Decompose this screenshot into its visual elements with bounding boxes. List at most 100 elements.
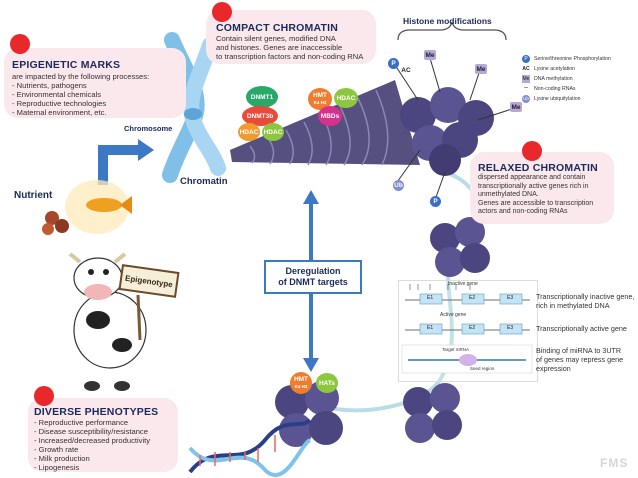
relaxed-chromatin-title: RELAXED CHROMATIN [478, 162, 598, 174]
cow-illustration [68, 252, 147, 391]
inactive-gene-note-line: Transcriptionally inactive gene, [536, 292, 635, 301]
diverse-phenotypes-dot [34, 386, 54, 406]
histone-modifications-title: Histone modifications [403, 16, 492, 26]
chromatin-label: Chromatin [180, 176, 228, 187]
exon-label: E1 [427, 295, 434, 301]
legend-label: Non-coding RNAs [534, 86, 576, 92]
relaxed-chromatin-line: dispersed appearance and contain [478, 174, 586, 181]
legend-row-methylation: Me DNA methylation [522, 74, 632, 84]
hmt-chip-label: HMT [312, 92, 328, 99]
mirna-note-line: Binding of miRNA to 3UTR [536, 346, 622, 355]
ubiquitylation-icon: Ub [522, 95, 530, 103]
relaxed-chromatin-panel [470, 152, 614, 224]
epigenetic-marks-title: EPIGENETIC MARKS [12, 59, 121, 71]
seed-region-label: Seed region [470, 366, 495, 371]
mirna-note-line: expression [536, 364, 571, 373]
target-mrna-label: Target mRNA [442, 347, 470, 352]
hats-chip: HATs [316, 373, 338, 393]
dnmt1-chip: DNMT1 [246, 86, 278, 108]
methylation-icon: Me [522, 75, 530, 83]
dnmt3b-chip: DNMT3b [242, 106, 278, 126]
hdac-chip: HDAC [238, 123, 260, 141]
mirna-note-line: of genes may repress gene [536, 355, 624, 364]
hmt-chip-label: HMT [293, 376, 309, 383]
epigenetic-marks-item: - Nutrients, pathogens [12, 81, 87, 90]
methylation-marker: Me [424, 50, 436, 60]
acetylation-marker: AC [401, 66, 411, 74]
phenotype-item: - Growth rate [34, 445, 79, 454]
active-gene-label: Active gene [440, 312, 467, 318]
gene-panel-artwork [401, 284, 533, 374]
dna-double-helix [188, 418, 312, 478]
gene-panel [398, 280, 538, 382]
nucleosome-cluster-bottom-right [403, 383, 462, 443]
histone-legend: P Serine/threonine Phosphorylation AC Ly… [522, 54, 632, 120]
deregulation-line: of DNMT targets [278, 277, 348, 287]
phenotype-item: - Reproductive performance [34, 418, 129, 427]
relaxed-chromatin-line: unmethylated DNA. [478, 191, 539, 198]
legend-row-ubiquitylation: Ub Lysine ubiquitylation [522, 94, 632, 104]
inactive-gene-note: Transcriptionally inactive gene, rich in… [536, 292, 636, 310]
epigenetic-marks-intro: are impacted by the following processes: [12, 72, 150, 81]
exon-label: E3 [507, 295, 514, 301]
phenotype-item: - Milk production [34, 454, 90, 463]
exon-label: E3 [507, 325, 514, 331]
hdac-chip: HDAC [334, 88, 358, 108]
watermark-logo: FMS [600, 456, 629, 470]
hmt-chip-bottom: HMT K4 H3 [290, 372, 312, 394]
relaxed-chromatin-dot [522, 141, 542, 161]
compact-chromatin-title: COMPACT CHROMATIN [216, 22, 338, 34]
nucleosome-cluster-relaxed [430, 217, 490, 277]
methylation-marker: Me [510, 102, 522, 112]
compact-chromatin-dot [212, 2, 232, 22]
noncoding-rna-icon: ~ [523, 85, 529, 92]
nutrient-label: Nutrient [14, 190, 53, 201]
deregulation-line: Deregulation [285, 266, 341, 276]
epigenetic-marks-list: - Nutrients, pathogens - Environmental c… [12, 81, 182, 117]
legend-row-noncoding-rna: ~ Non-coding RNAs [522, 84, 632, 94]
epigenetic-marks-dot [10, 34, 30, 54]
nutrient-food-illustration [42, 180, 132, 235]
inactive-gene-label: Inactive gene [448, 281, 478, 287]
acetylation-icon: AC [522, 66, 530, 72]
phosphorylation-marker: P [430, 196, 441, 207]
arrow-nutrient [98, 145, 140, 185]
epigenetic-marks-panel [4, 48, 186, 118]
legend-label: Serine/threonine Phosphorylation [534, 56, 611, 62]
methylation-marker: Me [475, 64, 487, 74]
compact-chromatin-text: Contain silent genes, modified DNA and h… [216, 34, 378, 61]
legend-row-acetylation: AC Lysine acetylation [522, 64, 632, 74]
compact-chromatin-line: Contain silent genes, modified DNA [216, 34, 336, 43]
chromosome-label: Chromosome [124, 124, 173, 133]
mbds-chip: MBDs [318, 106, 342, 126]
phenotype-item: - Increased/decreased productivity [34, 436, 151, 445]
ubiquitylation-marker: Ub [393, 180, 404, 191]
relaxed-chromatin-line: actors and non-coding RNAs [478, 208, 568, 215]
active-gene-note: Transcriptionally active gene [536, 324, 627, 333]
histone-brace [397, 21, 507, 41]
phenotype-item: - Disease susceptibility/resistance [34, 427, 148, 436]
hmt-chip: HMT K4 H3 [308, 88, 332, 110]
relaxed-chromatin-line: transcriptionally active genes rich in [478, 182, 589, 190]
diverse-phenotypes-panel [28, 398, 178, 472]
hmt-chip-sublabel: K4 H3 [313, 100, 327, 105]
legend-row-phosphorylation: P Serine/threonine Phosphorylation [522, 54, 632, 64]
hdac-chip: HDAC [262, 123, 284, 141]
nucleosome-cluster-compact [400, 87, 494, 176]
legend-label: Lysine acetylation [534, 66, 576, 72]
histone-tails [394, 57, 516, 201]
exon-label: E2 [469, 325, 476, 331]
phenotype-item: - Lipogenesis [34, 463, 80, 472]
epigenetic-marks-item: - Environmental chemicals [12, 90, 102, 99]
diverse-phenotypes-title: DIVERSE PHENOTYPES [34, 406, 159, 418]
exon-label: E2 [469, 295, 476, 301]
legend-label: Lysine ubiquitylation [534, 96, 581, 102]
arrow-nutrient-head [138, 139, 154, 161]
relaxed-chromatin-text: dispersed appearance and contain transcr… [478, 174, 616, 217]
compact-chromatin-line: and histones. Genes are inaccessible [216, 43, 343, 52]
deregulation-sign: Deregulation of DNMT targets [264, 260, 362, 294]
phosphorylation-marker: P [388, 58, 399, 69]
compact-chromatin-line: to transcription factors and non-coding … [216, 52, 364, 61]
epigenetic-marks-item: - Maternal environment, etc. [12, 108, 107, 117]
